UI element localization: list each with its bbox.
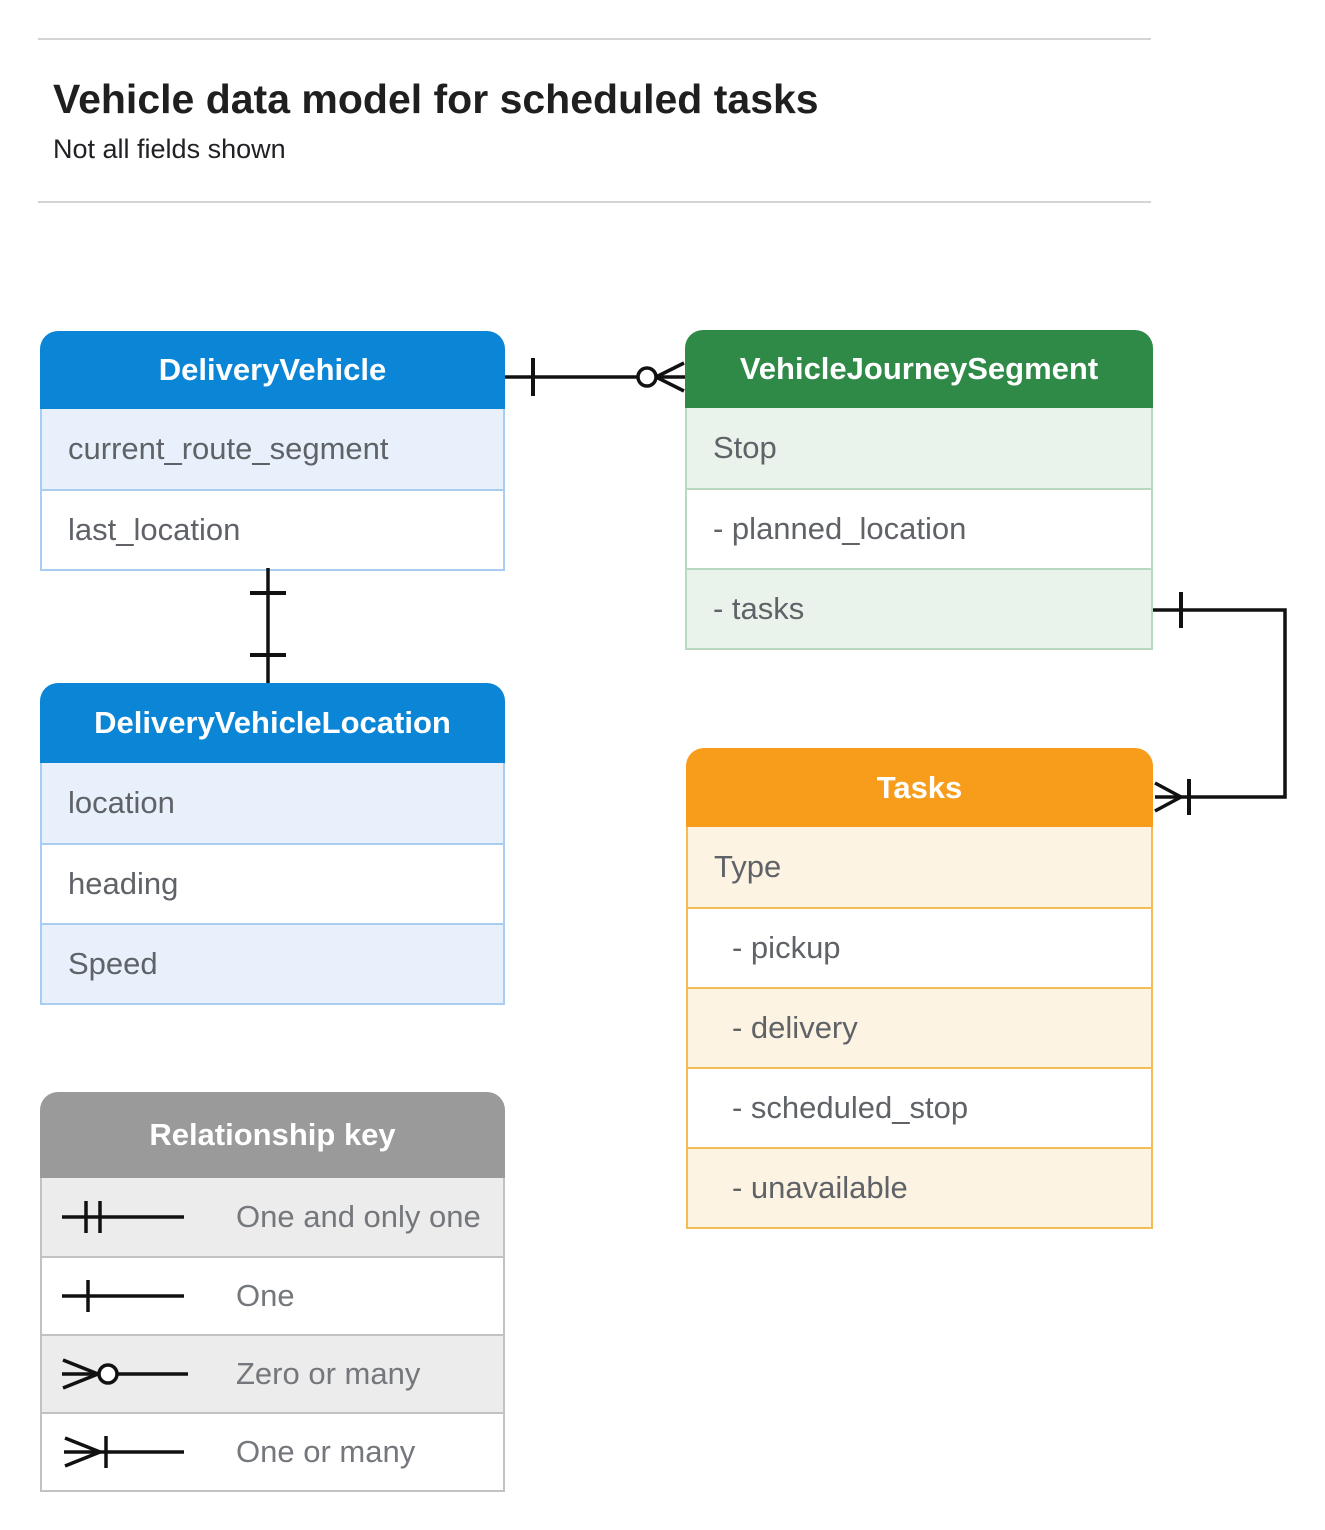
field-row: Type [688, 827, 1151, 907]
title-divider [38, 201, 1151, 203]
entity-header: DeliveryVehicle [40, 331, 505, 409]
entity-delivery-vehicle-location: DeliveryVehicleLocation location heading… [40, 683, 505, 1005]
page-title: Vehicle data model for scheduled tasks [53, 76, 819, 122]
entity-header: Tasks [686, 748, 1153, 827]
entity-rows: current_route_segment last_location [40, 409, 505, 571]
legend-label: One [236, 1278, 295, 1313]
entity-rows: location heading Speed [40, 763, 505, 1005]
entity-header: VehicleJourneySegment [685, 330, 1153, 408]
legend-item: Zero or many [42, 1334, 503, 1412]
legend-rows: One and only one One Zer [40, 1178, 505, 1492]
field-row: - tasks [687, 568, 1151, 648]
legend-label: One and only one [236, 1199, 481, 1234]
crow-foot [1154, 781, 1182, 813]
legend-label: One or many [236, 1434, 416, 1469]
connector-deliveryvehicle-vehiclejourneysegment [505, 358, 685, 396]
entity-rows: Stop - planned_location - tasks [685, 408, 1153, 650]
field-row: - scheduled_stop [688, 1067, 1151, 1147]
relationship-key: Relationship key One and only one One [40, 1092, 505, 1492]
one-and-only-one-icon [62, 1201, 184, 1233]
entity-tasks: Tasks Type - pickup - delivery - schedul… [686, 748, 1153, 1229]
connector-vehiclejourneysegment-tasks [1153, 592, 1287, 815]
entity-vehicle-journey-segment: VehicleJourneySegment Stop - planned_loc… [685, 330, 1153, 650]
entity-header: DeliveryVehicleLocation [40, 683, 505, 763]
field-row: Speed [42, 923, 503, 1003]
page-subtitle: Not all fields shown [53, 134, 286, 164]
field-row: current_route_segment [42, 409, 503, 489]
legend-item: One [42, 1256, 503, 1334]
legend-item: One or many [42, 1412, 503, 1490]
legend-item: One and only one [42, 1178, 503, 1256]
zero-or-many-icon [62, 1358, 188, 1390]
field-row: - unavailable [688, 1147, 1151, 1227]
field-row: last_location [42, 489, 503, 569]
field-row: heading [42, 843, 503, 923]
entity-delivery-vehicle: DeliveryVehicle current_route_segment la… [40, 331, 505, 571]
one-icon [62, 1280, 184, 1312]
connector-deliveryvehicle-deliveryvehiclelocation [250, 568, 286, 683]
legend-header: Relationship key [40, 1092, 505, 1178]
crow-foot [655, 361, 685, 393]
zero-circle [636, 366, 658, 388]
field-row: - planned_location [687, 488, 1151, 568]
one-or-many-icon [64, 1436, 184, 1468]
field-row: location [42, 763, 503, 843]
legend-label: Zero or many [236, 1356, 421, 1391]
entity-rows: Type - pickup - delivery - scheduled_sto… [686, 827, 1153, 1229]
field-row: - pickup [688, 907, 1151, 987]
top-divider [38, 38, 1151, 40]
field-row: - delivery [688, 987, 1151, 1067]
field-row: Stop [687, 408, 1151, 488]
